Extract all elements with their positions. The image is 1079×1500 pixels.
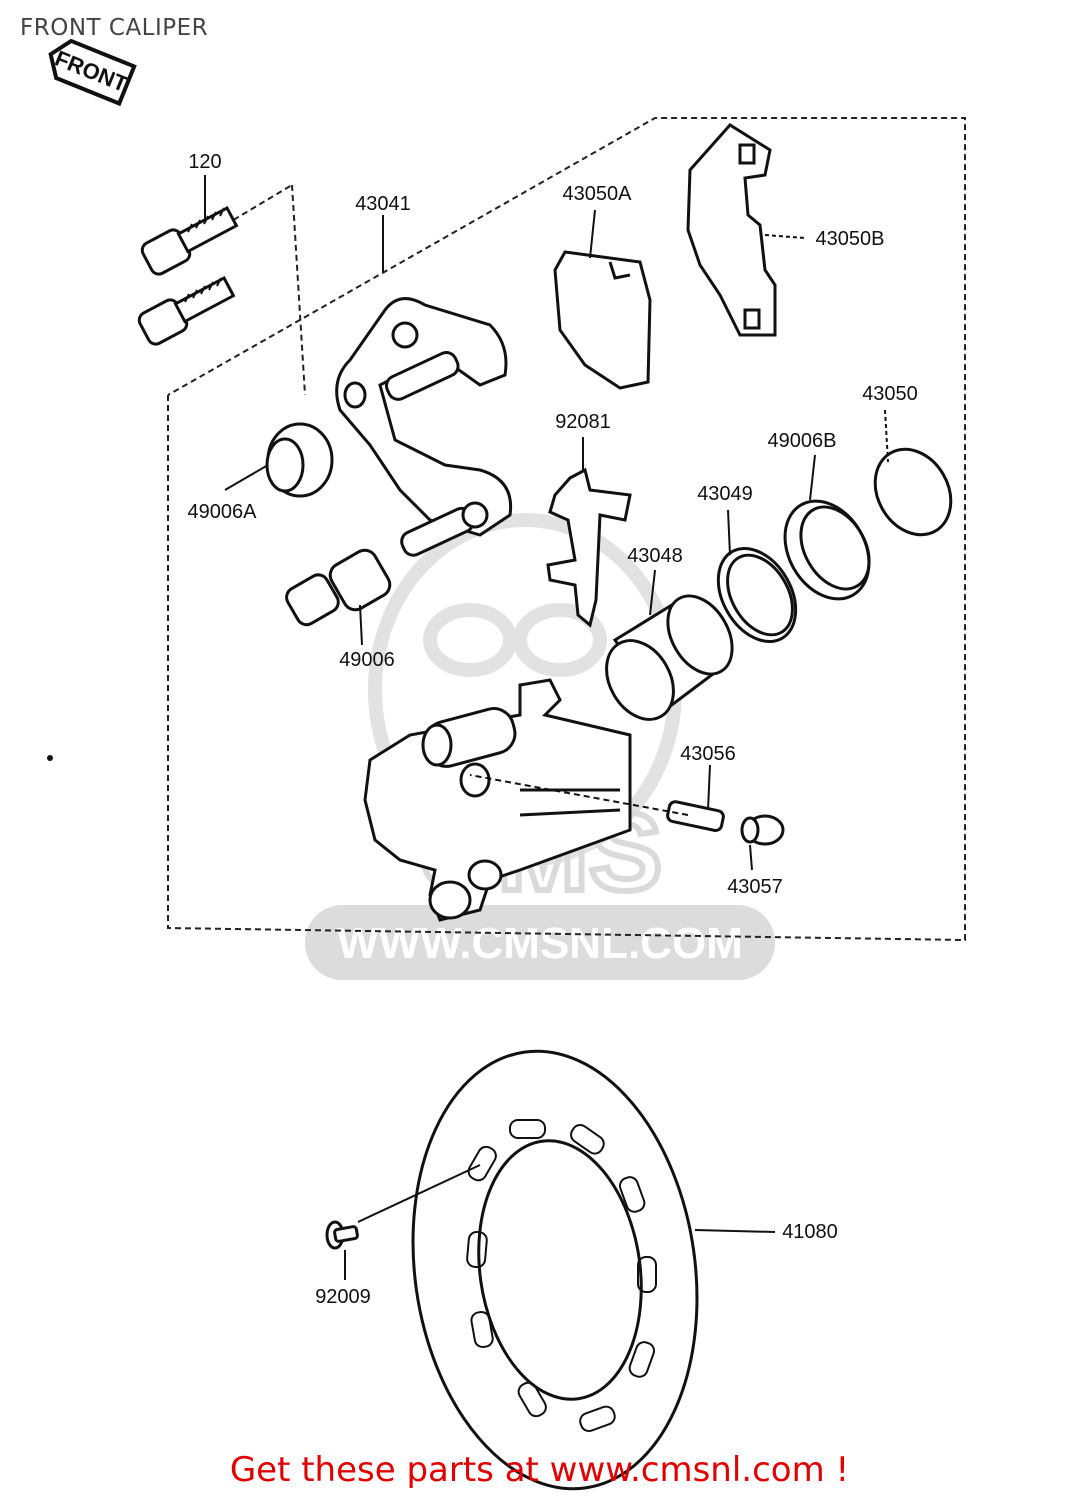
label-43050B: 43050B	[816, 228, 885, 250]
label-49006: 49006	[339, 649, 395, 671]
label-92081: 92081	[555, 411, 611, 433]
stray-dot	[47, 755, 53, 761]
piston-43048	[605, 594, 734, 721]
label-92009: 92009	[315, 1286, 371, 1308]
assembly-outline	[167, 117, 966, 942]
piston-seal-43049	[716, 546, 798, 644]
bolt-120-lower	[137, 275, 236, 346]
bolt-120-upper	[140, 205, 239, 276]
brake-pad-43050B	[686, 123, 777, 337]
brake-pad-43050A	[553, 250, 652, 390]
label-43050A: 43050A	[563, 183, 633, 205]
leader-lines	[204, 175, 889, 1280]
label-43049: 43049	[697, 483, 753, 505]
label-43057: 43057	[727, 876, 783, 898]
dust-seal-49006B	[783, 499, 871, 601]
brake-disc-41080	[411, 1049, 699, 1491]
front-arrow-icon: FRONT	[48, 38, 137, 107]
cap-43050	[873, 447, 953, 537]
label-43048: 43048	[627, 545, 683, 567]
label-43050: 43050	[862, 383, 918, 405]
label-43056: 43056	[680, 743, 736, 765]
front-arrow-label: FRONT	[51, 45, 131, 97]
label-43041: 43041	[355, 193, 411, 215]
bleeder-valve-43056	[666, 800, 725, 832]
label-41080: 41080	[782, 1221, 838, 1243]
pad-spring-92081	[546, 467, 632, 628]
disc-screw-92009	[325, 1220, 359, 1250]
label-49006A: 49006A	[188, 501, 258, 523]
caliper-body	[363, 678, 632, 922]
caliper-bracket-43041	[335, 297, 513, 557]
get-parts-link[interactable]: Get these parts at www.cmsnl.com !	[229, 1450, 850, 1490]
label-49006B: 49006B	[768, 430, 837, 452]
guide-pin-49006	[285, 548, 392, 627]
watermark-url: WWW.CMSNL.COM	[337, 919, 743, 968]
page-title: FRONT CALIPER	[20, 15, 209, 41]
part-labels: 120 43041 43050A 43050B 92081 43050 4900…	[188, 151, 918, 1308]
bleeder-cap-43057	[740, 814, 785, 846]
boot-49006A	[265, 422, 334, 498]
label-120: 120	[188, 151, 221, 173]
